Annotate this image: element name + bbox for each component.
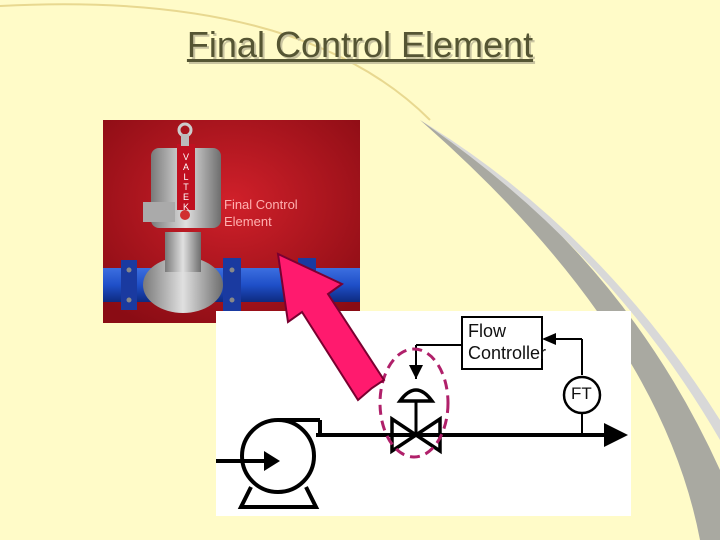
- svg-text:V: V: [183, 152, 189, 162]
- flow-controller-line1: Flow: [468, 321, 507, 341]
- svg-text:L: L: [183, 172, 188, 182]
- photo-caption: Final Control Element: [224, 196, 334, 230]
- pump-icon: [216, 418, 322, 509]
- svg-text:E: E: [183, 192, 189, 202]
- photo-caption-line2: Element: [224, 214, 272, 229]
- svg-text:A: A: [183, 162, 189, 172]
- slide-title: Final Control Element: [186, 24, 534, 65]
- photo-caption-line1: Final Control: [224, 197, 298, 212]
- svg-text:T: T: [183, 182, 189, 192]
- process-diagram: [216, 311, 631, 516]
- flow-transmitter-label: FT: [571, 384, 592, 403]
- flow-controller-line2: Controller: [468, 343, 547, 363]
- highlight-ellipse: [378, 347, 450, 459]
- flow-controller-label: Flow Controller: [468, 320, 546, 364]
- svg-text:K: K: [183, 202, 189, 212]
